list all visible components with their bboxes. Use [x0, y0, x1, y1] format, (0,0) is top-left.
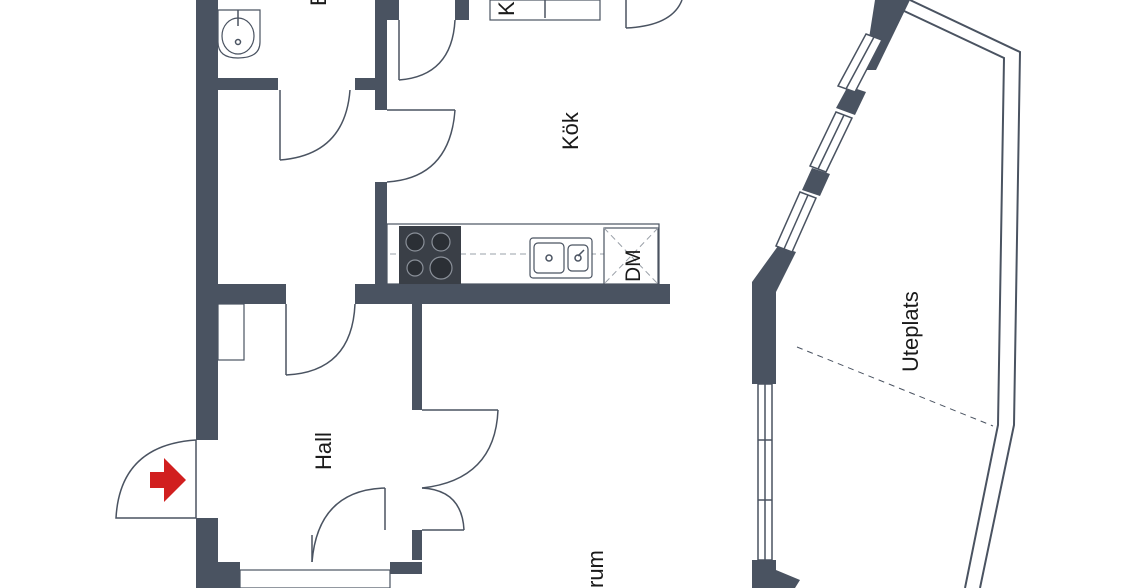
- appliance-label-dm: DM: [622, 249, 645, 282]
- uteplats-outline-outer: [909, 0, 1022, 588]
- washbasin-icon: [217, 9, 261, 59]
- hall-living-partition: [412, 304, 422, 410]
- corridor-wall: [375, 182, 387, 290]
- closet-wall-left: [387, 0, 399, 20]
- kitchen-door: [386, 109, 456, 183]
- entrance-arrow-icon: [150, 458, 186, 502]
- hall-living-partition-lower: [412, 530, 422, 560]
- bottom-wall-right: [390, 562, 422, 574]
- bathroom-bottom-wall: [218, 78, 278, 90]
- bottom-door: [311, 487, 465, 563]
- kitchen-bottom-wall: [355, 284, 670, 304]
- room-label-uteplats: Uteplats: [898, 291, 923, 372]
- room-label-klk: K: [494, 1, 519, 16]
- left-exterior-wall-lower: [196, 518, 218, 588]
- hall-door-up: [285, 303, 356, 376]
- sink-icon: [529, 237, 593, 279]
- bottom-wall: [218, 562, 240, 588]
- bottom-closet: [239, 569, 391, 588]
- exterior-vertical-wall-bottom: [752, 560, 776, 588]
- hall-top-wall: [218, 284, 286, 304]
- uteplats-divider: [796, 346, 994, 427]
- exterior-corner-bottom: [776, 570, 800, 588]
- top-door: [625, 0, 683, 29]
- room-label-badrum: B: [306, 0, 331, 6]
- living-door: [421, 409, 499, 489]
- exterior-angled-wall-2: [836, 86, 866, 115]
- uteplats-outline-inner: [901, 9, 1006, 588]
- closet-wall: [455, 0, 469, 20]
- left-exterior-wall: [196, 0, 218, 440]
- room-label-kok: Kök: [558, 111, 583, 150]
- stove-icon: [399, 226, 461, 284]
- exterior-angled-wall-3: [802, 168, 830, 196]
- exterior-vertical-wall: [752, 284, 776, 384]
- room-label-hall: Hall: [311, 432, 336, 470]
- bathroom-partition-top: [355, 78, 387, 90]
- closet-door: [398, 19, 456, 81]
- hall-closet: [217, 303, 245, 361]
- bathroom-door: [279, 89, 351, 161]
- bathroom-partition: [375, 0, 387, 110]
- entrance-door: [115, 439, 197, 519]
- room-label-vardagsrum: rum: [583, 550, 608, 588]
